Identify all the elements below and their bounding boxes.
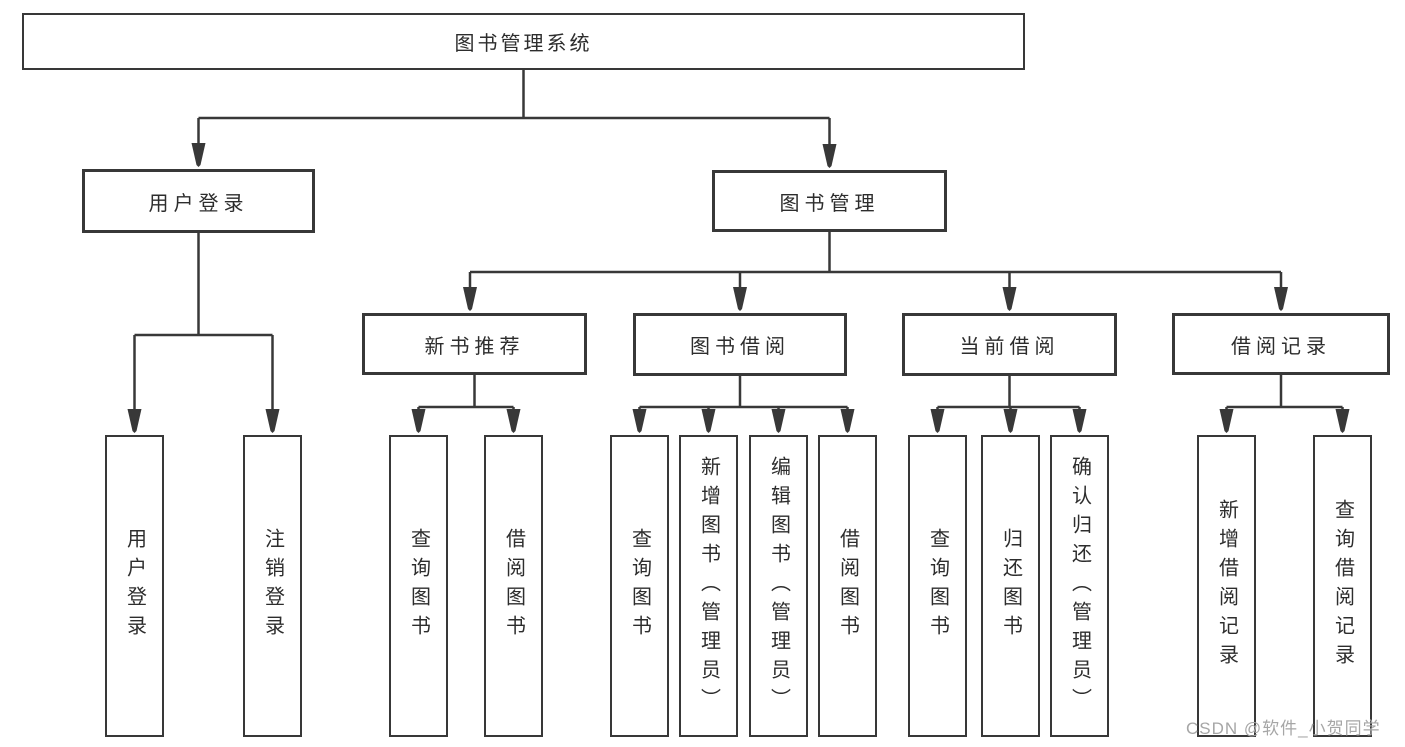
arrow-down-icon (1219, 409, 1234, 433)
leaf-query-books-recommend: 查询图书 (389, 435, 448, 737)
leaf-user-login: 用户登录 (105, 435, 164, 737)
csdn-watermark: CSDN @软件_小贺同学 (1186, 719, 1381, 738)
leaf-confirm-return-admin: 确认归还（管理员） (1050, 435, 1109, 737)
arrow-down-icon (506, 409, 521, 433)
tree-edges (133, 70, 1344, 412)
leaf-edit-book-admin: 编辑图书（管理员） (749, 435, 808, 737)
node-new-book-recommend: 新书推荐 (362, 313, 587, 375)
arrow-down-icon (771, 409, 786, 433)
leaf-label: 注销登录 (261, 528, 284, 644)
leaf-label: 查询借阅记录 (1331, 499, 1354, 673)
leaf-add-borrow-record: 新增借阅记录 (1197, 435, 1256, 737)
arrow-down-icon (127, 409, 142, 433)
leaf-label: 新增图书（管理员） (697, 455, 720, 717)
node-borrow-records: 借阅记录 (1172, 313, 1390, 375)
node-current-borrow: 当前借阅 (902, 313, 1117, 376)
leaf-label: 新增借阅记录 (1215, 499, 1238, 673)
node-label: 图书借阅 (690, 336, 790, 358)
arrow-down-icon (822, 144, 837, 168)
arrow-down-icon (930, 409, 945, 433)
node-label: 新书推荐 (424, 335, 525, 358)
arrow-down-icon (1335, 409, 1350, 433)
leaf-query-books-current: 查询图书 (908, 435, 967, 737)
leaf-label: 用户登录 (123, 528, 146, 644)
arrow-down-icon (733, 287, 747, 311)
node-user-login: 用户登录 (82, 169, 315, 233)
arrow-down-icon (1274, 287, 1288, 311)
arrow-down-icon (1002, 287, 1017, 311)
leaf-query-books-borrow: 查询图书 (610, 435, 669, 737)
leaf-label: 借阅图书 (502, 528, 525, 644)
leaf-label: 确认归还（管理员） (1068, 455, 1091, 717)
node-book-management: 图书管理 (712, 170, 947, 232)
leaf-label: 借阅图书 (836, 528, 859, 644)
arrow-down-icon (265, 409, 280, 433)
leaf-label: 查询图书 (628, 528, 651, 644)
node-library-management-system: 图书管理系统 (22, 13, 1025, 70)
arrow-down-icon (1072, 409, 1087, 433)
node-label: 图书管理 (779, 192, 880, 215)
node-book-borrow: 图书借阅 (633, 313, 847, 376)
leaf-query-borrow-record: 查询借阅记录 (1313, 435, 1372, 737)
leaf-return-book: 归还图书 (981, 435, 1040, 737)
leaf-borrow-books: 借阅图书 (818, 435, 877, 737)
arrow-down-icon (840, 409, 855, 433)
leaf-borrow-books-recommend: 借阅图书 (484, 435, 543, 737)
leaf-logout: 注销登录 (243, 435, 302, 737)
leaf-label: 查询图书 (407, 528, 430, 644)
arrow-down-icon (701, 409, 716, 433)
node-label: 用户登录 (148, 192, 249, 215)
leaf-add-book-admin: 新增图书（管理员） (679, 435, 738, 737)
leaf-label: 归还图书 (999, 528, 1022, 644)
arrow-down-icon (191, 143, 206, 167)
node-label: 借阅记录 (1231, 335, 1331, 358)
arrow-down-icon (632, 409, 647, 433)
leaf-label: 查询图书 (926, 528, 949, 644)
arrow-down-icon (463, 287, 477, 311)
node-label: 当前借阅 (959, 336, 1060, 358)
arrow-down-icon (411, 409, 426, 433)
arrow-down-icon (1003, 409, 1018, 433)
leaf-label: 编辑图书（管理员） (767, 455, 790, 717)
node-label: 图书管理系统 (454, 33, 593, 55)
